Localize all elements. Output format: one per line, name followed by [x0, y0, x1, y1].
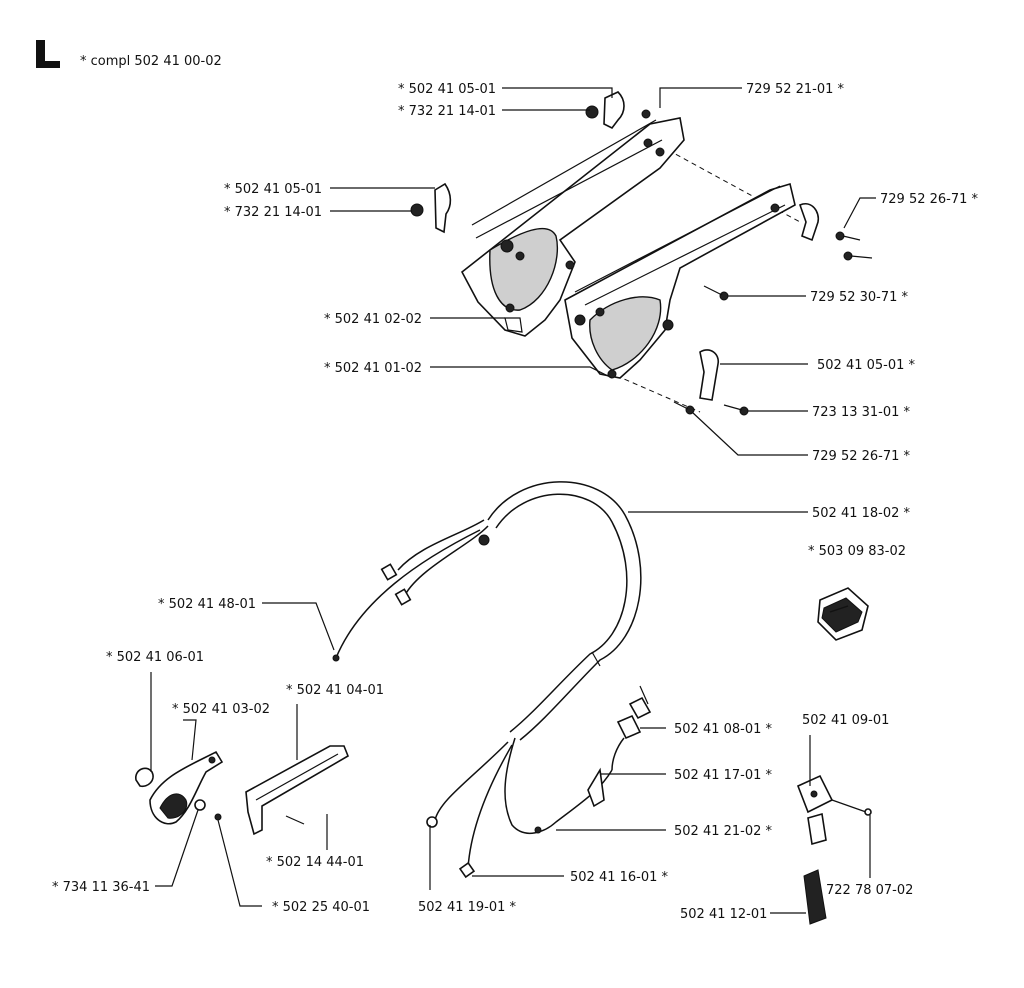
compl-part-label: * compl 502 41 00-02	[80, 54, 222, 69]
callout-502-41-12-01: 502 41 12-01	[680, 907, 767, 922]
nut-2	[410, 203, 424, 217]
callout-503-09-83-02: * 503 09 83-02	[808, 544, 906, 559]
callout-734-11-36-41: * 734 11 36-41	[52, 880, 150, 895]
screw-729-52-26-71-a	[835, 231, 873, 261]
callout-729-52-21-01: 729 52 21-01 *	[746, 82, 845, 97]
callout-labels: * 502 41 05-01 * 732 21 14-01 729 52 21-…	[52, 82, 979, 922]
callout-729-52-30-71: 729 52 30-71 *	[810, 290, 909, 305]
screw-723-13-31-01	[723, 404, 749, 416]
screw-729-52-21-01	[641, 109, 651, 119]
callout-722-78-07-02: 722 78 07-02	[826, 883, 913, 898]
callout-502-41-09-01: 502 41 09-01	[802, 713, 889, 728]
callout-502-41-08-01: 502 41 08-01 *	[674, 722, 773, 737]
callout-502-41-17-01: 502 41 17-01 *	[674, 768, 773, 783]
callout-732-21-14-01-a: * 732 21 14-01	[398, 104, 496, 119]
section-letter-l-glyph	[36, 40, 60, 68]
screw-729-52-30-71	[703, 285, 729, 301]
clamp-bracket-2	[434, 182, 452, 234]
callout-502-25-40-01: * 502 25 40-01	[272, 900, 370, 915]
callout-502-41-05-01-b: * 502 41 05-01	[224, 182, 322, 197]
trigger-parts-drawing	[135, 745, 349, 836]
cable-end-drawing	[587, 685, 652, 808]
callout-502-41-48-01: * 502 41 48-01	[158, 597, 256, 612]
switch-503-09-83-02	[817, 587, 869, 641]
callout-502-41-02-02: * 502 41 02-02	[324, 312, 422, 327]
nut-1	[585, 105, 599, 119]
callout-502-41-04-01: * 502 41 04-01	[286, 683, 384, 698]
callout-502-41-16-01: 502 41 16-01 *	[570, 870, 669, 885]
callout-502-41-01-02: * 502 41 01-02	[324, 361, 422, 376]
grommet-502-41-12-01	[803, 869, 827, 925]
callout-729-52-26-71-b: 729 52 26-71 *	[812, 449, 911, 464]
callout-502-41-21-02: 502 41 21-02 *	[674, 824, 773, 839]
clamp-bracket-4	[699, 349, 720, 401]
callout-729-52-26-71-a: 729 52 26-71 *	[880, 192, 979, 207]
callout-502-41-05-01-a: * 502 41 05-01	[398, 82, 496, 97]
callout-723-13-31-01: 723 13 31-01 *	[812, 405, 911, 420]
callout-502-41-05-01-c: 502 41 05-01 *	[817, 358, 916, 373]
callout-502-14-44-01: * 502 14 44-01	[266, 855, 364, 870]
clamp-bracket-3	[798, 203, 820, 242]
callout-732-21-14-01-b: * 732 21 14-01	[224, 205, 322, 220]
cable-harness-drawing	[332, 481, 642, 879]
callout-502-41-06-01: * 502 41 06-01	[106, 650, 204, 665]
screw-729-52-26-71-b	[673, 401, 695, 415]
section-header: * compl 502 41 00-02	[36, 40, 222, 69]
mount-bracket-drawing	[796, 774, 872, 925]
spring-502-41-06-01	[135, 767, 154, 788]
lever-502-41-04-01	[245, 745, 349, 836]
callout-502-41-19-01: 502 41 19-01 *	[418, 900, 517, 915]
clamp-bracket-1	[603, 91, 625, 130]
callout-502-41-18-02: 502 41 18-02 *	[812, 506, 911, 521]
callout-502-41-03-02: * 502 41 03-02	[172, 702, 270, 717]
handle-assembly-drawing	[410, 91, 873, 416]
leader-lines	[150, 87, 876, 914]
